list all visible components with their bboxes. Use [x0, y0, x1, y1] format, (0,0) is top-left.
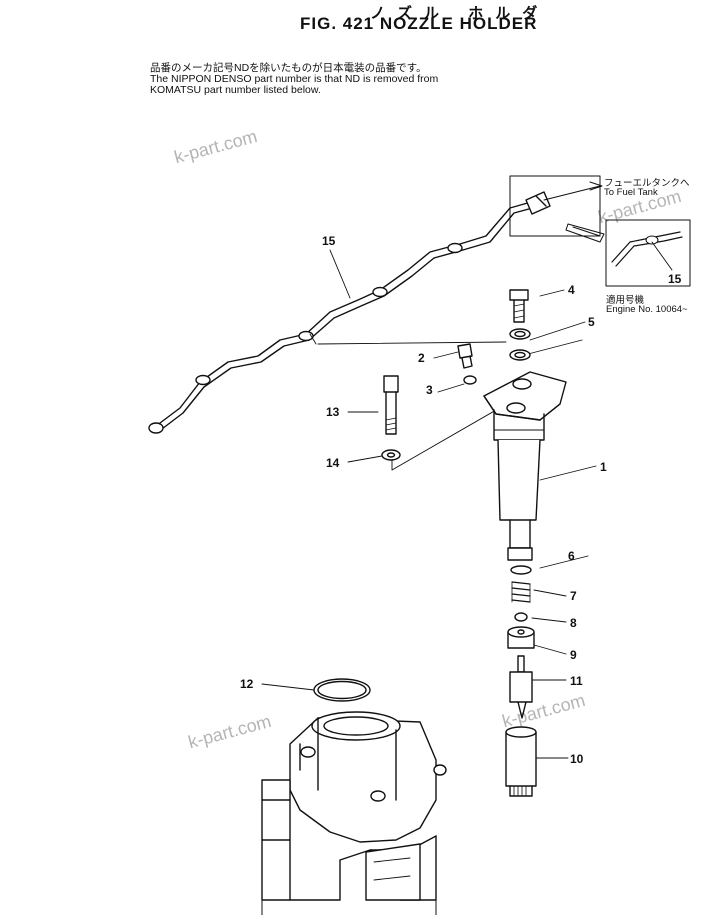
callout-3: 3 — [426, 383, 433, 397]
callout-7: 7 — [570, 589, 577, 603]
note-line-1: The NIPPON DENSO part number is that ND … — [150, 73, 439, 85]
inset-label-engine-number: Engine No. 10064~ — [606, 304, 688, 315]
callout-2: 2 — [418, 351, 425, 365]
callout-15: 15 — [322, 234, 336, 248]
callout-12: 12 — [240, 677, 254, 691]
note-line-japanese: 品番のメーカ記号NDを除いたものが日本電装の品番です。 — [150, 62, 427, 74]
title-japanese: ノズル ホルダ — [370, 4, 550, 22]
callout-6: 6 — [568, 549, 575, 563]
inset-label-japanese: フューエルタンクへ — [604, 178, 690, 189]
fuel-return-pipe — [148, 191, 551, 434]
callout-13: 13 — [326, 405, 340, 419]
callout-9: 9 — [570, 648, 577, 662]
inset-label-fuel-tank: To Fuel Tank — [604, 187, 658, 198]
note-line-2: KOMATSU part number listed below. — [150, 84, 321, 96]
callout-8: 8 — [570, 616, 577, 630]
figure-title: FIG. 421 NOZZLE HOLDER — [300, 14, 538, 33]
cylinder-head — [261, 711, 447, 915]
callout-15-inset: 15 — [668, 272, 682, 286]
callout-14: 14 — [326, 456, 340, 470]
callout-10: 10 — [570, 752, 584, 766]
callout-11: 11 — [570, 674, 583, 688]
inset-label-serial-japanese: 適用号機 — [606, 295, 645, 306]
callout-5: 5 — [588, 315, 595, 329]
callout-1: 1 — [600, 460, 607, 474]
callout-4: 4 — [568, 283, 575, 297]
